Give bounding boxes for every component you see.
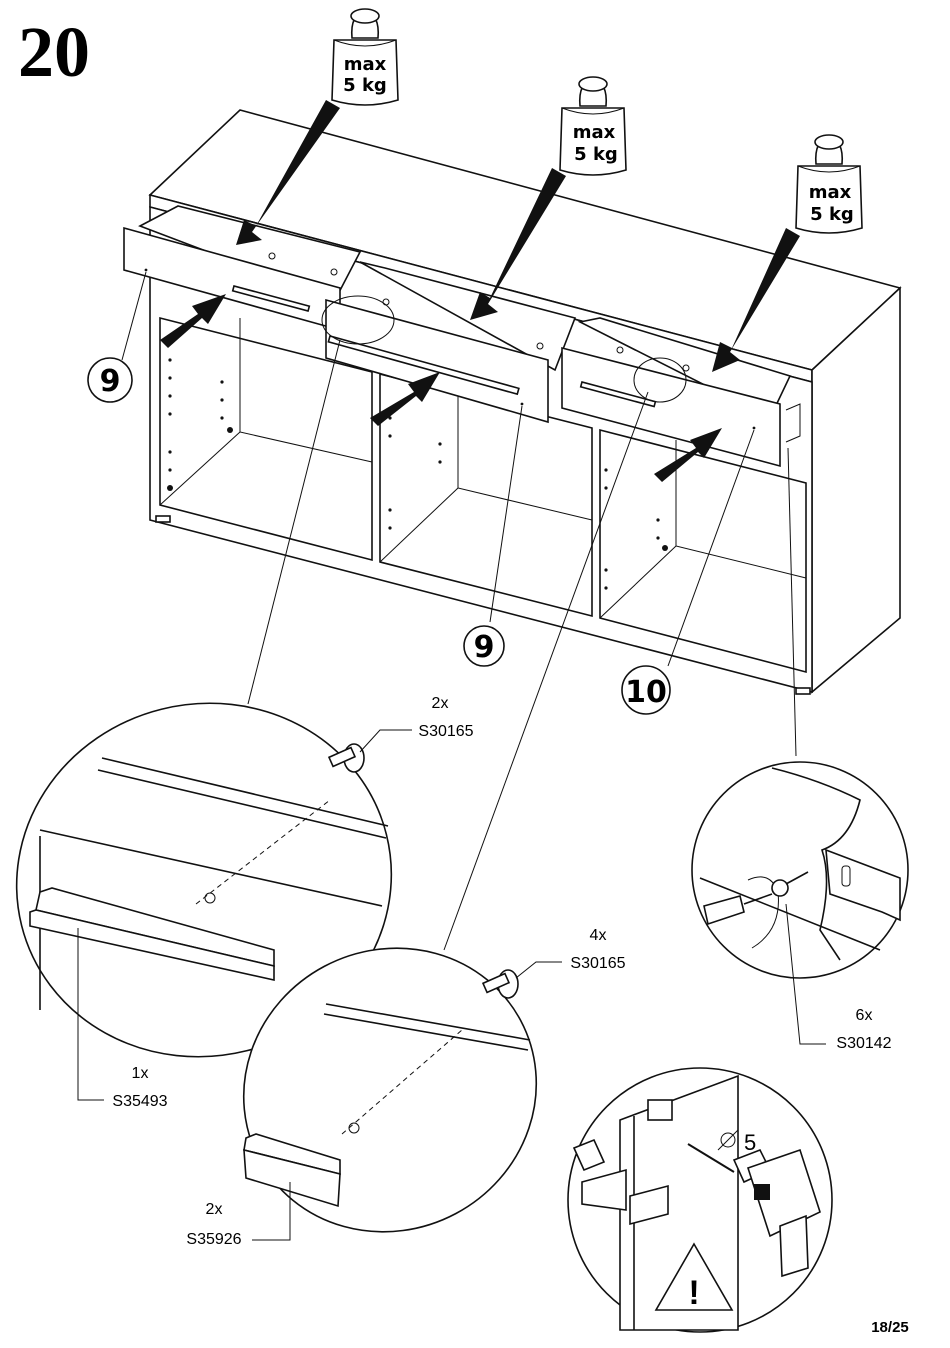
detail-runner-screw: 6x S30142 xyxy=(691,761,909,1052)
part-code-screw-b: S30165 xyxy=(570,955,625,972)
callout-left: 9 xyxy=(87,271,147,403)
screw-icon xyxy=(327,743,365,773)
weight-label-value: 5 kg xyxy=(343,75,387,96)
screwdriver-icon xyxy=(703,893,773,926)
svg-text:!: ! xyxy=(688,1274,699,1312)
part-code-handle-long: S35493 xyxy=(112,1093,167,1110)
part-qty-screw-b: 4x xyxy=(590,927,607,944)
clamp-icon xyxy=(572,1099,673,1226)
weight-icon: max 5 kg xyxy=(795,134,863,234)
drawer-middle-front xyxy=(325,298,549,424)
warning-triangle-icon: ! xyxy=(654,1242,734,1312)
push-arrow-icon xyxy=(370,372,440,426)
weight-label-value: 5 kg xyxy=(810,204,854,225)
page-number: 18/25 xyxy=(871,1319,909,1336)
svg-text:9: 9 xyxy=(100,364,121,399)
detail-circle-a xyxy=(321,295,395,345)
drawer-left-handle xyxy=(231,285,311,312)
weight-label-max: max xyxy=(573,122,616,143)
part-qty-screw-a: 2x xyxy=(432,695,449,712)
detail-circle-b xyxy=(633,357,687,403)
part-qty-handle-short: 2x xyxy=(206,1201,223,1218)
shelf-holes xyxy=(167,358,668,590)
foot-left xyxy=(155,515,171,523)
push-arrow-icon xyxy=(712,228,800,372)
push-arrows xyxy=(160,100,800,482)
part-qty-screw-c: 6x xyxy=(856,1007,873,1024)
detail-short-handle: 4x S30165 2x S35926 xyxy=(186,927,625,1248)
screw-icon xyxy=(481,969,519,999)
part-qty-handle-long: 1x xyxy=(132,1065,149,1082)
drill-icon xyxy=(687,1143,821,1278)
part-code-screw-c: S30142 xyxy=(836,1035,891,1052)
screw-icon xyxy=(771,871,809,897)
weight-label-value: 5 kg xyxy=(574,144,618,165)
drawer-middle-handle xyxy=(327,335,520,396)
drawer-right-front xyxy=(561,346,781,468)
push-arrow-icon xyxy=(470,168,566,320)
weight-icon: max 5 kg xyxy=(331,8,399,106)
push-arrow-icon xyxy=(236,100,340,245)
drawer-middle xyxy=(325,261,577,424)
part-code-handle-short: S35926 xyxy=(186,1231,241,1248)
diameter-icon xyxy=(720,1132,736,1148)
part-code-screw-a: S30165 xyxy=(418,723,473,740)
weight-icon: max 5 kg xyxy=(559,76,627,176)
drawer-right xyxy=(561,317,792,468)
push-arrow-icon xyxy=(160,294,226,348)
opening-right xyxy=(599,428,807,674)
drawer-right-handle xyxy=(579,381,657,408)
callout-middle: 9 xyxy=(463,405,523,667)
weight-label-max: max xyxy=(809,182,852,203)
detail-long-handle: 2x S30165 1x S35493 xyxy=(15,695,474,1110)
opening-left xyxy=(159,316,373,562)
svg-text:10: 10 xyxy=(625,675,667,710)
push-arrow-icon xyxy=(654,428,722,482)
runner-right xyxy=(785,403,801,443)
drawer-middle-box xyxy=(359,261,577,372)
weight-label-max: max xyxy=(344,54,387,75)
step-number: 20 xyxy=(18,12,90,92)
detail-drilling: 5 ! xyxy=(567,1067,833,1333)
drawer-left xyxy=(123,205,362,332)
callout-right: 10 xyxy=(621,429,755,715)
drill-size-label: 5 xyxy=(744,1130,756,1155)
foot-right xyxy=(795,687,811,695)
svg-text:9: 9 xyxy=(474,630,495,665)
